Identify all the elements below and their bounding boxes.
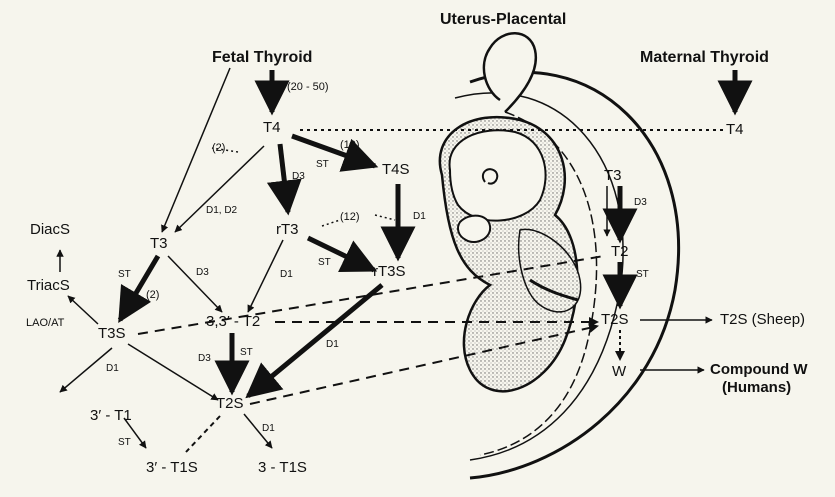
node-t2-33: 3,3′ - T2 xyxy=(206,314,260,329)
node-t3s: T3S xyxy=(98,326,126,341)
edge-label-st-maternal: ST xyxy=(636,270,649,280)
header-fetal-thyroid: Fetal Thyroid xyxy=(212,50,312,66)
node-t2s: T2S xyxy=(216,396,244,411)
arrow-rt3-t2 xyxy=(248,240,283,312)
node-diacs: DiacS xyxy=(30,222,70,237)
node-t2s-sheep: T2S (Sheep) xyxy=(720,312,805,327)
edge-label-d1-rt3-t2: D1 xyxy=(280,270,293,280)
edge-label-d1-t2s-t1s: D1 xyxy=(262,424,275,434)
edge-label-d1-rt3s-t2s: D1 xyxy=(326,340,339,350)
edge-label-st-t4s: ST xyxy=(316,160,329,170)
edge-label-rate-20-50: (20 - 50) xyxy=(287,82,329,93)
node-t4: T4 xyxy=(263,120,281,135)
node-lao-at: LAO/AT xyxy=(26,318,64,329)
node-t1s-3: 3 - T1S xyxy=(258,460,307,475)
dot-rate-12 xyxy=(375,215,395,220)
node-t4s: T4S xyxy=(382,162,410,177)
node-t1-3prime: 3′ - T1 xyxy=(90,408,132,423)
node-rt3: rT3 xyxy=(276,222,299,237)
uterus-illustration xyxy=(440,33,679,478)
node-t2s-placental: T2S xyxy=(601,312,629,327)
node-rt3s: rT3S xyxy=(373,264,406,279)
edge-label-d1-d2: D1, D2 xyxy=(206,206,237,216)
edge-label-d3-rt3: D3 xyxy=(292,172,305,182)
node-t3-maternal: T3 xyxy=(604,168,622,183)
thick-arrows xyxy=(120,70,735,396)
node-t4-maternal: T4 xyxy=(726,122,744,137)
node-t2-maternal: T2 xyxy=(611,244,629,259)
dot-rt3-rate xyxy=(322,220,340,226)
node-compound-w: Compound W xyxy=(710,362,807,377)
edge-label-rate-2-top: (2) xyxy=(212,143,225,154)
edge-label-d1-t4s: D1 xyxy=(413,212,426,222)
arrow-rt3s-t2s xyxy=(248,285,382,396)
arrow-t3-t2 xyxy=(168,256,222,312)
arrow-t3-t3s xyxy=(120,256,158,320)
dash-t2s-t1s-3prime xyxy=(186,416,220,452)
fetus-hand xyxy=(458,216,490,242)
arrow-t3s-t1 xyxy=(60,348,112,392)
edge-label-st-t1s: ST xyxy=(118,438,131,448)
edge-label-d3-maternal: D3 xyxy=(634,198,647,208)
node-t1s-3prime: 3′ - T1S xyxy=(146,460,198,475)
edge-label-d1-t3s-t1: D1 xyxy=(106,364,119,374)
edge-label-st-t2s: ST xyxy=(240,348,253,358)
arrow-t4-t4s xyxy=(292,136,375,166)
edge-label-d3-t2: D3 xyxy=(196,268,209,278)
edge-label-rate-2-st: (2) xyxy=(146,290,159,301)
node-w: W xyxy=(612,364,626,379)
header-maternal-thyroid: Maternal Thyroid xyxy=(640,50,769,66)
edge-label-rate-10: (10) xyxy=(340,140,360,151)
node-t3: T3 xyxy=(150,236,168,251)
edge-label-rate-12: (12) xyxy=(340,212,360,223)
edge-label-st-t3s: ST xyxy=(118,270,131,280)
arrow-t4-rt3 xyxy=(280,144,288,212)
node-humans: (Humans) xyxy=(722,380,791,395)
edge-label-st-rt3s: ST xyxy=(318,258,331,268)
arrow-t4-t3 xyxy=(175,146,264,232)
arrow-t3s-triacs xyxy=(68,296,98,324)
dotted-lines xyxy=(212,148,395,226)
uterus-fold xyxy=(484,33,536,112)
node-triacs: TriacS xyxy=(27,278,70,293)
edge-label-d3-t3s-t2s: D3 xyxy=(198,354,211,364)
header-uterus-placental: Uterus-Placental xyxy=(440,12,566,28)
